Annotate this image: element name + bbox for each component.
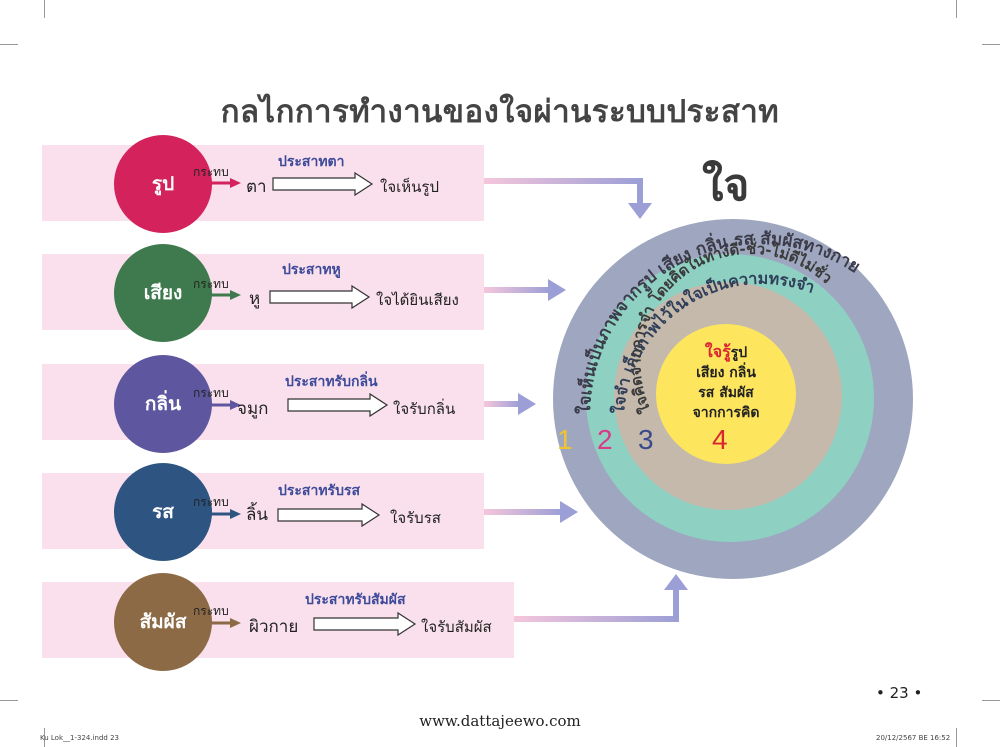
hollow-arrow [313, 611, 417, 637]
organ-label: ลิ้น [246, 505, 269, 525]
organ-label: ตา [246, 177, 267, 197]
crop-mark [956, 728, 957, 747]
impact-label: กระทบ [193, 165, 229, 179]
print-slug-right: 20/12/2567 BE 16:52 [876, 734, 951, 742]
sense-arrow-head [230, 400, 241, 410]
page-number: • 23 • [876, 684, 923, 702]
footer-url: www.dattajeewo.com [419, 712, 581, 730]
crop-mark [956, 0, 957, 18]
crop-mark [982, 44, 1000, 45]
organ-label: จมูก [237, 399, 269, 419]
flow-arrow [514, 574, 688, 622]
flow-arrow [484, 178, 652, 219]
mind-center-text: ใจรู้รูป เสียง กลิ่น รส สัมผัส จากการคิด [662, 342, 790, 423]
sense-circle-touch: สัมผัส [114, 573, 212, 671]
crop-mark [0, 44, 18, 45]
sense-circle-taste: รส [114, 463, 212, 561]
center-line: เสียง กลิ่น [696, 365, 756, 381]
impact-label: กระทบ [193, 495, 229, 509]
crop-mark [44, 728, 45, 747]
sense-arrow-head [230, 178, 241, 188]
flow-arrow [484, 393, 536, 415]
nerve-label: ประสาทตา [278, 154, 345, 170]
organ-label: หู [249, 289, 261, 309]
result-label: ใจได้ยินเสียง [376, 291, 459, 309]
result-label: ใจรับกลิ่น [393, 400, 456, 418]
hollow-arrow [287, 392, 389, 418]
crop-mark [982, 700, 1000, 701]
sense-circle-smell: กลิ่น [114, 355, 212, 453]
ring-number-2: 2 [597, 424, 613, 455]
flow-arrow [484, 501, 578, 523]
mind-title: ใจ [702, 160, 750, 211]
sense-circle-form: รูป [114, 135, 212, 233]
impact-label: กระทบ [193, 604, 229, 618]
center-line: จากการคิด [692, 405, 760, 421]
ring-number-4: 4 [712, 424, 728, 455]
nerve-label: ประสาทหู [282, 262, 341, 278]
nerve-label: ประสาทรับกลิ่น [285, 374, 378, 390]
result-label: ใจรับสัมผัส [421, 618, 492, 636]
result-label: ใจเห็นรูป [380, 178, 439, 196]
ring-number-1: 1 [557, 424, 573, 455]
organ-label: ผิวกาย [249, 617, 299, 637]
flow-arrow [484, 279, 566, 301]
crop-mark [44, 0, 45, 18]
hollow-arrow [277, 502, 381, 528]
sense-arrow-head [230, 509, 241, 519]
impact-label: กระทบ [193, 386, 229, 400]
center-line: รส สัมผัส [698, 385, 754, 401]
mind-knowing-circle [656, 324, 796, 464]
center-line: รูป [730, 345, 748, 361]
ring-number-3: 3 [638, 424, 654, 455]
page-title: กลไกการทำงานของใจผ่านระบบประสาท [220, 94, 780, 130]
sense-circle-sound: เสียง [114, 244, 212, 342]
nerve-label: ประสาทรับสัมผัส [305, 592, 406, 608]
sense-arrow-head [230, 290, 241, 300]
sense-arrow-head [230, 618, 241, 628]
crop-mark [0, 700, 18, 701]
result-label: ใจรับรส [390, 509, 441, 527]
impact-label: กระทบ [193, 277, 229, 291]
mind-know-label: ใจรู้ [704, 342, 731, 361]
print-slug-left: Ku Lok__1-324.indd 23 [40, 734, 119, 742]
hollow-arrow [269, 284, 371, 310]
hollow-arrow [272, 171, 374, 197]
nerve-label: ประสาทรับรส [278, 483, 361, 499]
